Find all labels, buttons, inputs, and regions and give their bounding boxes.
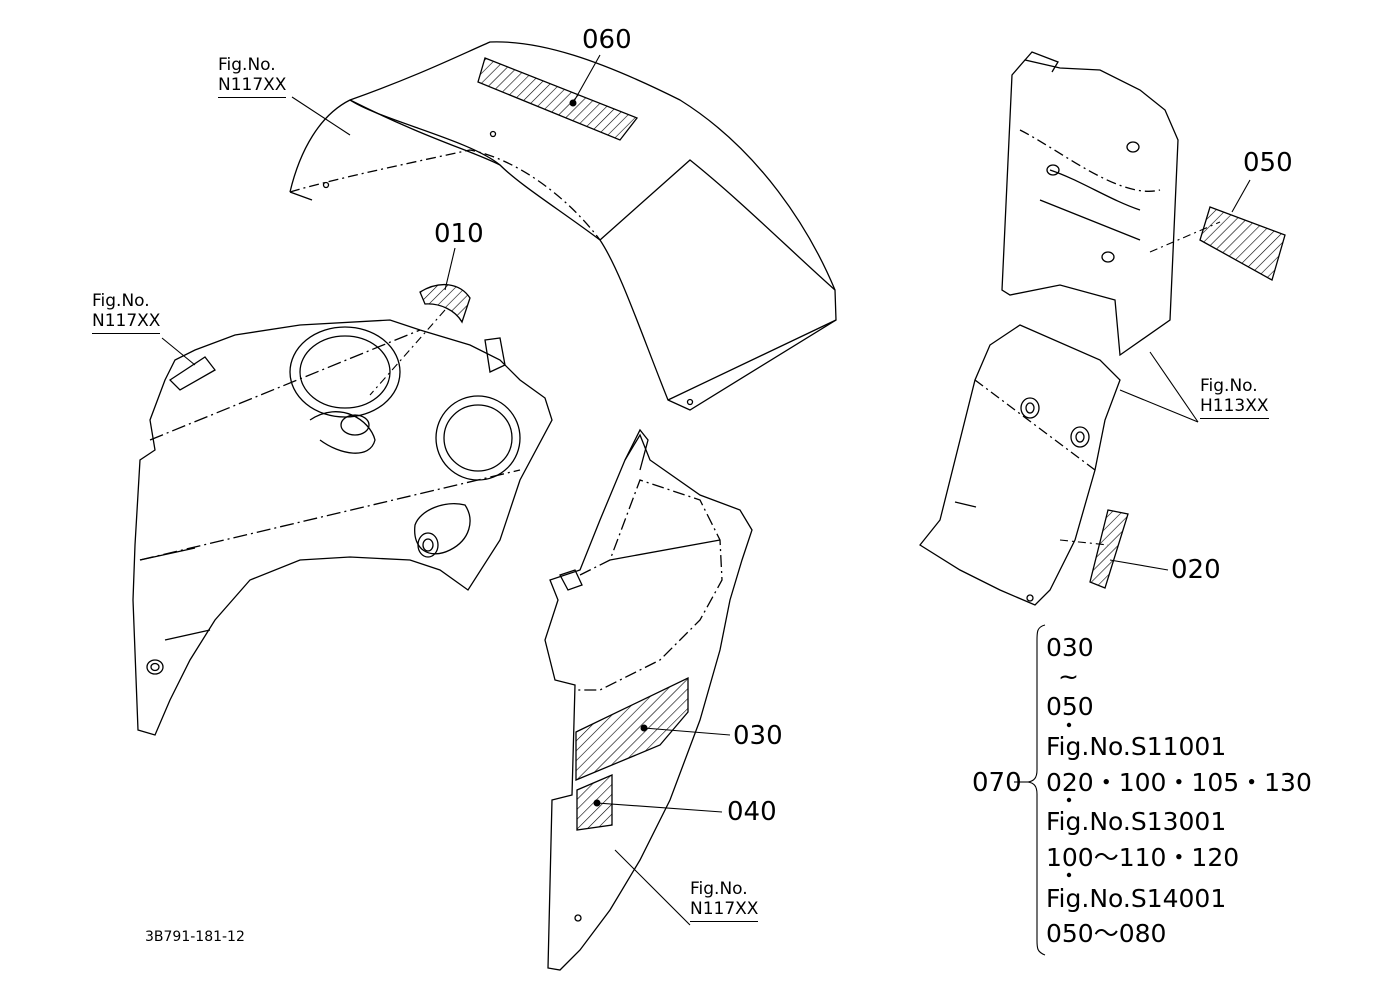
list-item: 100～110・120 <box>1046 843 1240 872</box>
fig-ref-top-left[interactable]: Fig.No. N117XX <box>218 55 287 98</box>
list-item: 050 <box>1046 692 1094 721</box>
fig-ref-line1: Fig.No. <box>690 879 748 899</box>
fig-ref-right[interactable]: Fig.No. H113XX <box>1200 376 1269 419</box>
decal-060 <box>477 57 639 141</box>
fig-ref-line2: N117XX <box>92 311 161 334</box>
part-label-040: 040 <box>727 797 777 827</box>
list-item: 020・100・105・130 <box>1046 768 1312 797</box>
hood-cover <box>289 41 837 411</box>
list-dots <box>1066 722 1072 878</box>
part-label-060: 060 <box>582 25 632 55</box>
decal-050 <box>1199 206 1286 281</box>
fig-ref-line1: Fig.No. <box>218 55 276 75</box>
part-label-050: 050 <box>1243 148 1293 178</box>
part-label-010: 010 <box>434 219 484 249</box>
list-item: ~ <box>1058 662 1079 691</box>
list-item[interactable]: Fig.No.S11001 <box>1046 732 1227 761</box>
leader-lines <box>161 54 1251 956</box>
list-item: 030 <box>1046 633 1094 662</box>
right-upper-cover <box>1001 51 1179 357</box>
fig-ref-line2: H113XX <box>1200 396 1269 419</box>
part-label-020: 020 <box>1171 555 1221 585</box>
part-label-070: 070 <box>972 768 1022 798</box>
decal-020 <box>1089 509 1129 589</box>
fig-ref-line2: N117XX <box>690 899 759 922</box>
fig-ref-line1: Fig.No. <box>1200 376 1258 396</box>
part-010 <box>419 284 471 324</box>
part-label-030: 030 <box>733 721 783 751</box>
list-item: 050～080 <box>1046 919 1167 948</box>
decal-030 <box>575 676 689 781</box>
fig-ref-line2: N117XX <box>218 75 287 98</box>
right-lower-cover <box>919 324 1121 606</box>
list-item[interactable]: Fig.No.S14001 <box>1046 884 1227 913</box>
fig-ref-mid-left[interactable]: Fig.No. N117XX <box>92 291 161 334</box>
fig-ref-line1: Fig.No. <box>92 291 150 311</box>
dashboard-panel <box>132 319 553 736</box>
side-panel <box>544 428 753 971</box>
list-item[interactable]: Fig.No.S13001 <box>1046 807 1227 836</box>
fig-ref-bottom[interactable]: Fig.No. N117XX <box>690 879 759 922</box>
drawing-code: 3B791-181-12 <box>145 929 245 945</box>
